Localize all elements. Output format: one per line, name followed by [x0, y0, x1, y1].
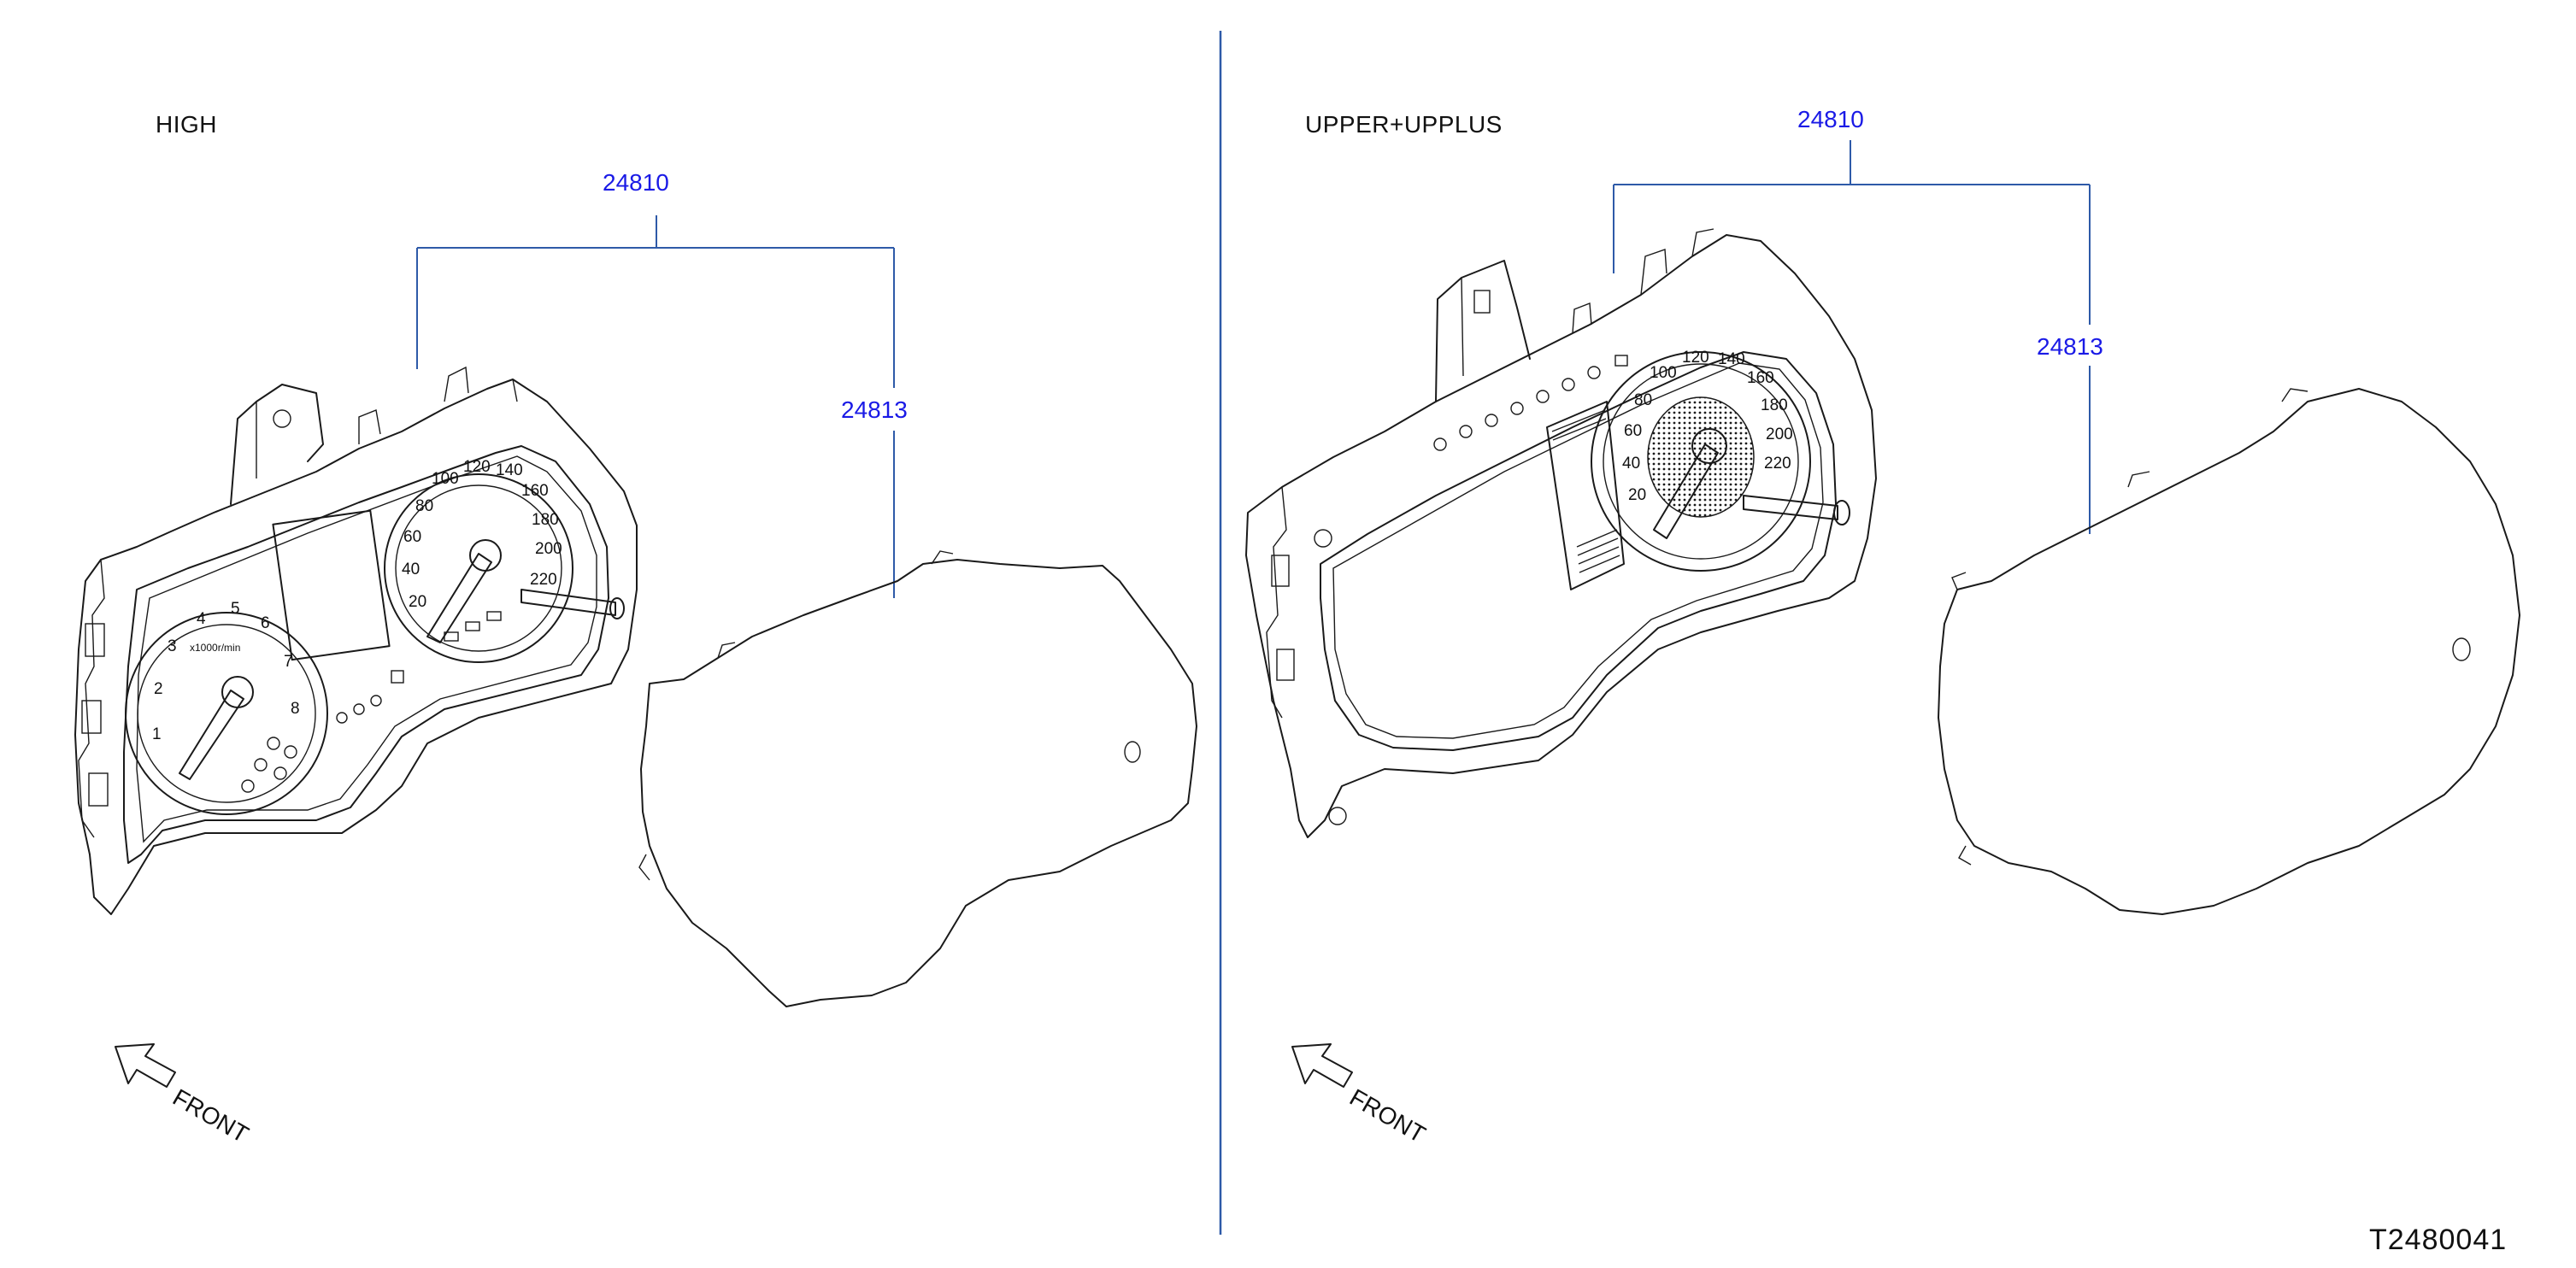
tacho-unit: x1000r/min: [190, 642, 240, 654]
speedo-tick: 180: [1761, 396, 1788, 414]
display-hatching: [1551, 409, 1620, 573]
left-meter-assembly[interactable]: 1 2 3 4 5 6 7 8 x1000r/min 20 40 60 80 1…: [74, 366, 638, 915]
right-variant-label: UPPER+UPPLUS: [1305, 111, 1503, 138]
speedo-tick: 220: [530, 571, 557, 589]
speedo-tick: 60: [1624, 422, 1642, 440]
left-leader-lines: [416, 215, 895, 598]
left-variant-label: HIGH: [156, 111, 217, 138]
tacho-tick: 1: [152, 725, 162, 743]
speedo-tick: 80: [1634, 391, 1652, 409]
right-assembly-part-callout[interactable]: 24810: [1797, 106, 1864, 132]
right-leader-lines: [1613, 140, 2091, 534]
warning-lamp-strip-icons: [1433, 355, 1628, 451]
speedo-tick: 160: [1747, 369, 1774, 387]
tacho-tick: 3: [168, 637, 177, 655]
left-lens-part-callout[interactable]: 24813: [841, 396, 908, 423]
left-assembly-part-callout[interactable]: 24810: [603, 169, 669, 196]
speedo-tick-labels-left: 20 40 60 80 100 120 140 160 180 200 220: [402, 458, 562, 611]
speedo-tick: 40: [1622, 455, 1640, 473]
speedo-tick: 100: [1650, 364, 1677, 382]
left-front-label: FRONT: [168, 1083, 253, 1148]
right-lens-hole: [2452, 637, 2471, 661]
speedo-tick-labels-right: 20 40 60 80 100 120 140 160 180 200 220: [1622, 349, 1793, 504]
speedo-tick: 140: [1718, 350, 1745, 368]
left-front-arrow: FRONT: [115, 1043, 253, 1148]
speedo-tick: 80: [415, 497, 433, 515]
left-lens-hole: [1124, 741, 1141, 763]
tacho-tick: 5: [231, 600, 240, 618]
right-meter-assembly[interactable]: 20 40 60 80 100 120 140 160 180 200 220: [1245, 228, 1877, 838]
tacho-tick-labels: 1 2 3 4 5 6 7 8 x1000r/min: [152, 600, 300, 743]
tacho-tick: 6: [261, 614, 270, 632]
warning-lamp-icons: [241, 611, 502, 793]
speedo-tick: 60: [403, 528, 421, 546]
speedo-tick: 180: [532, 511, 559, 529]
speedo-tick: 20: [1628, 486, 1646, 504]
speedo-tick: 220: [1764, 455, 1791, 473]
right-meter-lens[interactable]: [1938, 388, 2520, 915]
tacho-tick: 7: [284, 653, 293, 671]
tacho-tick: 4: [197, 610, 206, 628]
diagram-id: T2480041: [2369, 1224, 2508, 1256]
speedo-tick: 200: [535, 540, 562, 558]
speedo-tick: 100: [432, 470, 459, 488]
speedo-tick: 120: [463, 458, 491, 476]
speedo-tick: 40: [402, 561, 420, 578]
speedo-dotted-face: [1647, 396, 1755, 518]
speedo-tick: 140: [496, 461, 523, 479]
speedo-tick: 20: [409, 593, 426, 611]
speedo-tick: 200: [1766, 426, 1793, 443]
speedo-tick: 120: [1682, 349, 1709, 367]
speedo-tick: 160: [521, 482, 549, 500]
right-front-label: FRONT: [1345, 1083, 1430, 1148]
left-meter-lens[interactable]: [640, 559, 1197, 1007]
tacho-tick: 2: [154, 680, 163, 698]
tacho-tick: 8: [291, 700, 300, 718]
right-lens-part-callout[interactable]: 24813: [2037, 333, 2103, 360]
right-front-arrow: FRONT: [1291, 1043, 1430, 1148]
